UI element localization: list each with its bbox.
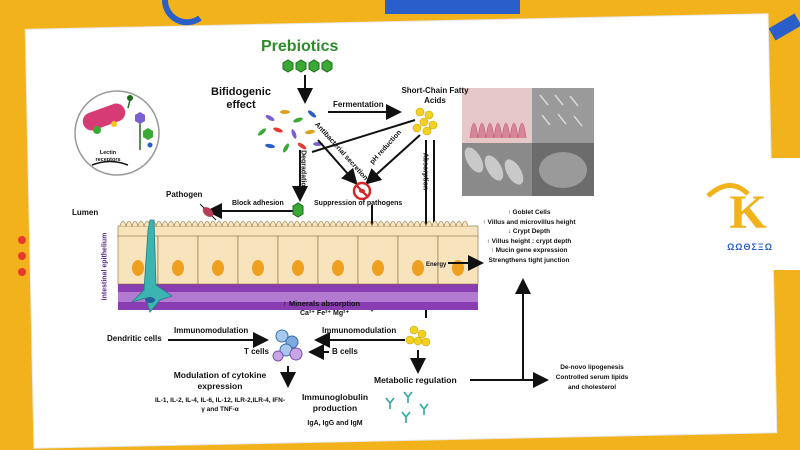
suppression-label: Suppression of pathogens <box>314 200 403 207</box>
effect-item: ↑ Goblet Cells <box>507 209 551 216</box>
pathogen-label: Pathogen <box>166 190 203 199</box>
effects-list: ↑ Goblet Cells ↑ Villus and microvillus … <box>470 208 588 265</box>
minerals-label: ↑ Minerals absorption <box>283 299 361 308</box>
logo-mark: K <box>706 183 767 239</box>
effect-item: ↓ Crypt Depth <box>507 228 551 235</box>
immunomodulation-right-label: Immunomodulation <box>322 326 397 335</box>
lectin-diagram <box>74 90 160 176</box>
energy-label: Energy <box>426 262 447 268</box>
denovo-label: De-novo lipogenesis <box>560 364 624 371</box>
bacteria-cluster <box>257 110 323 153</box>
pathogen-icon <box>199 203 217 221</box>
blue-bar-top <box>385 0 520 14</box>
blue-arc <box>161 0 202 26</box>
absorption-label: Absorption <box>421 152 429 191</box>
scfa-label: Short-Chain Fatty Acids <box>401 86 469 105</box>
prebiotic-hexagons <box>282 59 333 73</box>
block-adhesion-label: Block adhesion <box>232 200 284 207</box>
prebiotics-title: Prebiotics <box>261 38 339 55</box>
scfa-cluster-lower <box>405 325 431 347</box>
logo-letter: K <box>729 186 766 239</box>
blue-bar-right <box>768 13 800 41</box>
effect-item: ↑ Mucin gene expression <box>490 247 568 254</box>
effect-item: ↑ Villus and microvillus height <box>482 218 576 226</box>
bifidogenic-label: Bifidogenic effect <box>211 86 271 111</box>
microscopy-images <box>462 88 594 196</box>
logo-text: ΩΩΘΣΞΩ <box>727 242 773 252</box>
lumen-label: Lumen <box>72 208 99 217</box>
block-hexagon <box>292 202 304 218</box>
scfa-cluster <box>412 107 438 136</box>
lectin-label: Lectin receptors <box>95 150 121 163</box>
metabolic-regulation-label: Metabolic regulation <box>374 375 457 385</box>
immunoglobulin-list: IgA, IgG and IgM <box>307 420 363 427</box>
immunoglobulin-title: Immunoglobulin production <box>301 392 369 413</box>
intestinal-epithelium-label: Intestinal epithelium <box>101 232 109 301</box>
logo-card: K ΩΩΘΣΞΩ <box>700 158 800 270</box>
no-pathogen-icon <box>352 181 372 201</box>
dendritic-cells-label: Dendritic cells <box>107 334 162 343</box>
t-cell-cluster <box>272 329 303 362</box>
antibody-icons <box>385 391 429 423</box>
degradation-label: Degradation <box>299 150 307 191</box>
cholesterol-label: and cholesterol <box>567 384 617 391</box>
intestinal-epithelium <box>117 219 479 313</box>
t-cells-label: T cells <box>244 347 269 356</box>
effect-item: Strengthens tight junction <box>488 256 570 264</box>
immunomodulation-left-label: Immunomodulation <box>174 326 249 335</box>
effect-item: ↑ Villus height : crypt depth <box>486 237 572 245</box>
cytokine-title: Modulation of cytokine expression <box>173 370 267 391</box>
b-cells-label: B cells <box>332 347 358 356</box>
fermentation-label: Fermentation <box>333 100 384 109</box>
cytokine-list: IL-1, IL-2, IL-4, IL-6, IL-12, ILR-2,ILR… <box>154 397 285 413</box>
ions-label: Ca²⁺ Fe²⁺ Mg²⁺ <box>300 310 350 317</box>
serum-label: Controlled serum lipids <box>555 374 629 381</box>
